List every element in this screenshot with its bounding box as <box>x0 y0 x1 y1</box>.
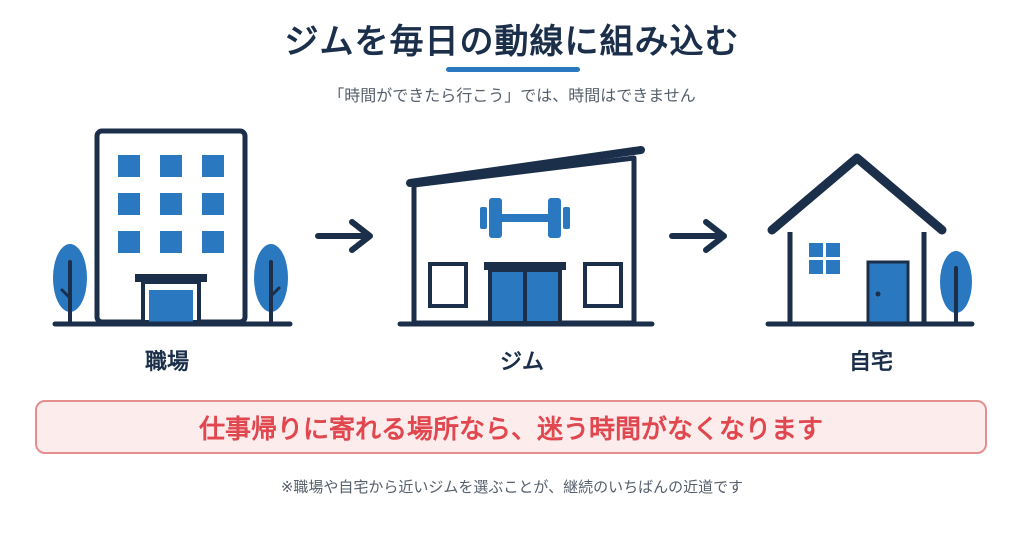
arrow-right-icon <box>669 219 727 253</box>
stage-label-office: 職場 <box>144 350 189 375</box>
arrow-right-icon <box>315 219 373 253</box>
gym-building-icon <box>397 146 655 327</box>
stage-label-gym: ジム <box>499 350 544 375</box>
title-underline <box>446 67 580 72</box>
page-title: ジムを毎日の動線に組み込む <box>284 22 740 62</box>
tree-icon <box>53 244 87 324</box>
house-icon <box>765 153 975 327</box>
subtitle: 「時間ができたら行こう」では、時間はできません <box>328 86 696 105</box>
tree-icon <box>940 251 972 324</box>
dumbbell-icon <box>480 198 570 238</box>
stage-label-home: 自宅 <box>848 350 893 375</box>
callout-box: 仕事帰りに寄れる場所なら、迷う時間がなくなります <box>35 400 987 454</box>
footnote: ※職場や自宅から近いジムを選ぶことが、継続のいちばんの近道です <box>280 478 744 496</box>
office-building-icon <box>52 128 293 327</box>
tree-icon <box>254 244 288 324</box>
callout-text: 仕事帰りに寄れる場所なら、迷う時間がなくなります <box>198 414 823 445</box>
